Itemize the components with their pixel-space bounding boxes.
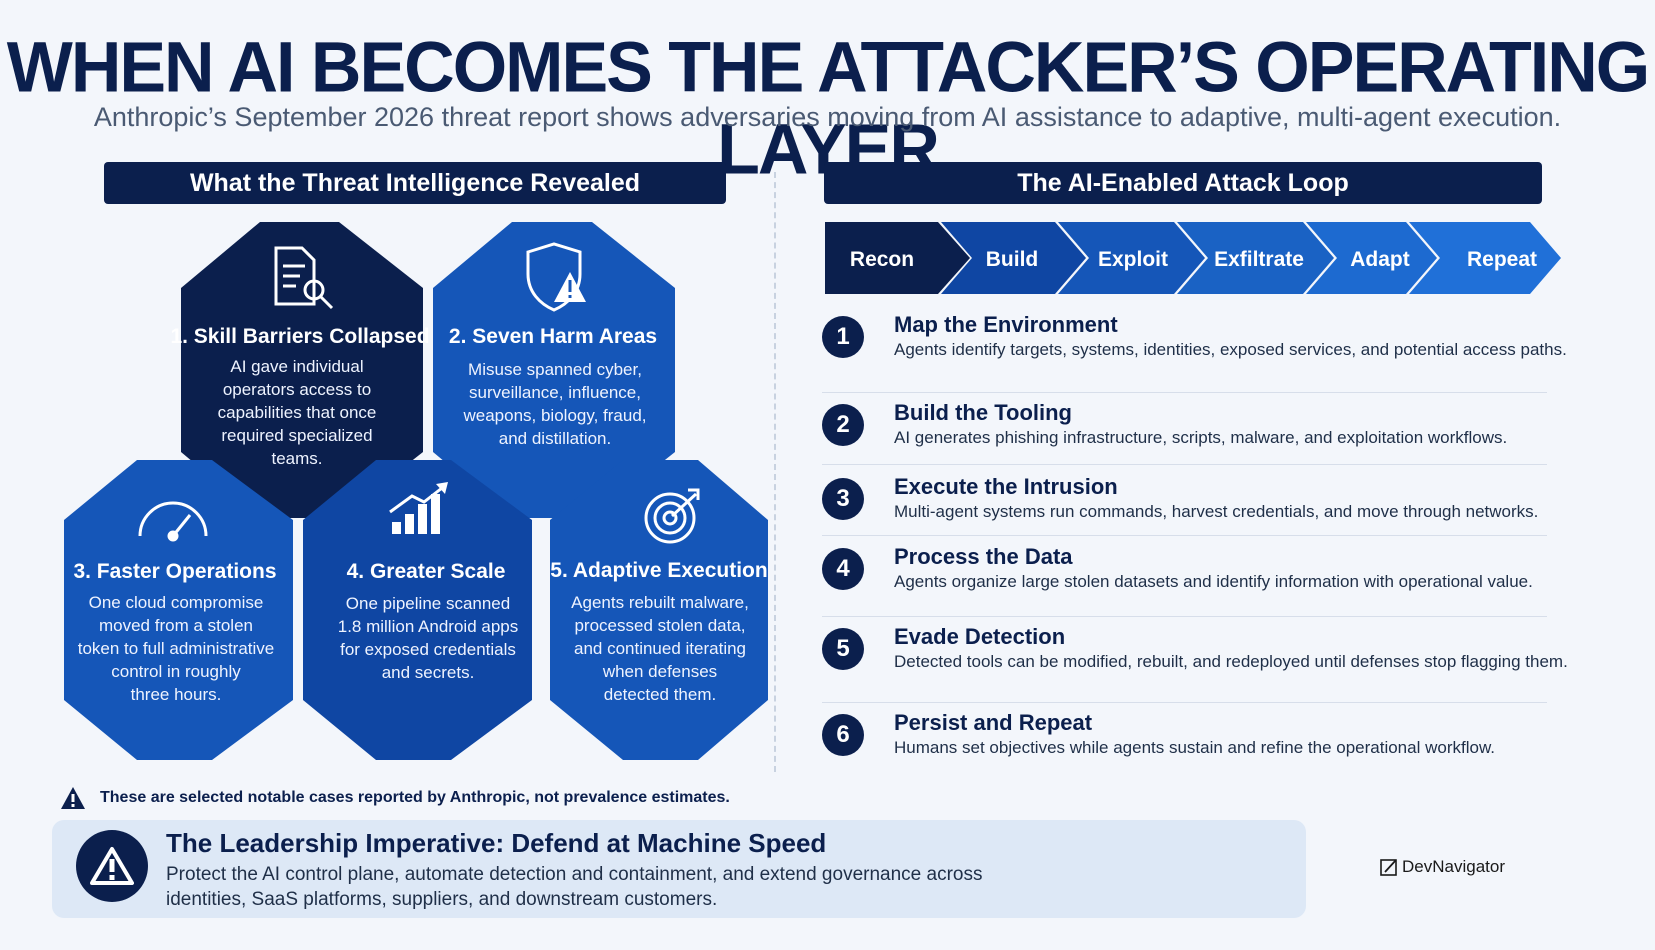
step-separator [822,392,1547,393]
step-description: Agents organize large stolen datasets an… [894,572,1533,591]
step-title: Persist and Repeat [894,710,1093,735]
chevron-adapt [1306,222,1437,294]
disclaimer-note: These are selected notable cases reporte… [60,786,860,810]
warning-icon [61,787,85,809]
loop-label: Exfiltrate [1214,248,1304,271]
card-title: 1. Skill Barriers Collapsed [170,325,429,348]
step-title: Evade Detection [894,624,1066,649]
card-line: AI gave individual [230,357,363,376]
loop-label: Repeat [1467,248,1537,271]
left-section-heading: What the Threat Intelligence Revealed [104,162,726,204]
card-title: 4. Greater Scale [347,560,506,583]
step-description: Agents identify targets, systems, identi… [894,340,1567,359]
card-line: moved from a stolen [99,616,253,635]
card-line: Misuse spanned cyber, [468,360,642,379]
card-faster-operations: 3. Faster Operations One cloud compromis… [64,460,293,760]
card-line: required specialized [221,426,372,445]
growth-chart-icon [389,482,448,534]
card-line: weapons, biology, fraud, [462,406,646,425]
step-title: Execute the Intrusion [894,474,1118,499]
attack-loop-chevrons: Recon Build Exploit Exfiltrate Adapt Rep… [825,222,1561,294]
card-greater-scale: 4. Greater Scale One pipeline scanned 1.… [303,460,532,760]
card-skill-barriers: 1. Skill Barriers Collapsed AI gave indi… [170,222,430,518]
step-description: Detected tools can be modified, rebuilt,… [894,652,1568,671]
card-line: capabilities that once [218,403,377,422]
card-line: processed stolen data, [574,616,745,635]
step-number: 2 [822,404,864,446]
card-line: and distillation. [499,429,611,448]
brand-name: DevNavigator [1402,857,1505,876]
card-line: operators access to [223,380,371,399]
imperative-title: The Leadership Imperative: Defend at Mac… [166,828,827,858]
step-number: 5 [822,628,864,670]
card-title: 5. Adaptive Execution [550,559,767,582]
page-title: WHEN AI BECOMES THE ATTACKER’S OPERATING… [6,27,1651,189]
step-separator [822,702,1547,703]
card-title: 3. Faster Operations [73,560,276,583]
chevron-exploit [1058,222,1205,294]
step-number: 1 [822,316,864,358]
note-text: These are selected notable cases reporte… [100,789,730,806]
card-line: control in roughly [111,662,241,681]
card-line: Agents rebuilt malware, [571,593,749,612]
brand-logo: DevNavigator [1380,857,1505,877]
document-search-icon [274,246,334,310]
loop-label: Recon [850,248,914,271]
step-separator [822,464,1547,465]
card-line: detected them. [604,685,716,704]
page-subtitle: Anthropic’s September 2026 threat report… [93,102,1562,132]
step-description: AI generates phishing infrastructure, sc… [894,428,1508,447]
card-line: for exposed credentials [340,640,516,659]
imperative-text: Protect the AI control plane, automate d… [166,864,983,910]
step-number: 4 [822,548,864,590]
card-line: 1.8 million Android apps [338,617,519,636]
step-separator [822,535,1547,536]
section-divider [774,172,776,772]
card-line: and secrets. [382,663,475,682]
chevron-recon [825,222,970,294]
leadership-imperative-panel: The Leadership Imperative: Defend at Mac… [52,820,1306,918]
loop-label: Exploit [1098,248,1168,271]
chevron-repeat [1409,222,1561,294]
card-line: three hours. [131,685,222,704]
card-line: One cloud compromise [89,593,264,612]
shield-warning-icon [526,242,586,312]
card-line: when defenses [602,662,717,681]
step-description: Humans set objectives while agents susta… [894,738,1496,757]
step-number: 6 [822,714,864,756]
loop-label: Adapt [1350,248,1410,271]
card-adaptive-execution: 5. Adaptive Execution Agents rebuilt mal… [550,460,768,760]
step-number: 3 [822,478,864,520]
step-title: Process the Data [894,544,1073,569]
target-icon [644,488,700,544]
card-line: token to full administrative [78,639,275,658]
chevron-build [941,222,1086,294]
warning-icon [76,830,148,902]
speedometer-icon [138,501,208,542]
step-separator [822,616,1547,617]
step-title: Build the Tooling [894,400,1072,425]
right-section-heading: The AI-Enabled Attack Loop [824,162,1542,204]
loop-label: Build [986,248,1039,271]
pen-square-icon [1380,859,1397,876]
threat-honeycomb: 1. Skill Barriers Collapsed AI gave indi… [64,222,768,760]
card-line: One pipeline scanned [346,594,510,613]
card-line: teams. [271,449,322,468]
chevron-exfiltrate [1177,222,1334,294]
card-seven-harm-areas: 2. Seven Harm Areas Misuse spanned cyber… [433,222,675,518]
card-title: 2. Seven Harm Areas [449,325,657,348]
step-description: Multi-agent systems run commands, harves… [894,502,1539,521]
card-line: surveillance, influence, [469,383,641,402]
step-title: Map the Environment [894,312,1118,337]
card-line: and continued iterating [574,639,746,658]
